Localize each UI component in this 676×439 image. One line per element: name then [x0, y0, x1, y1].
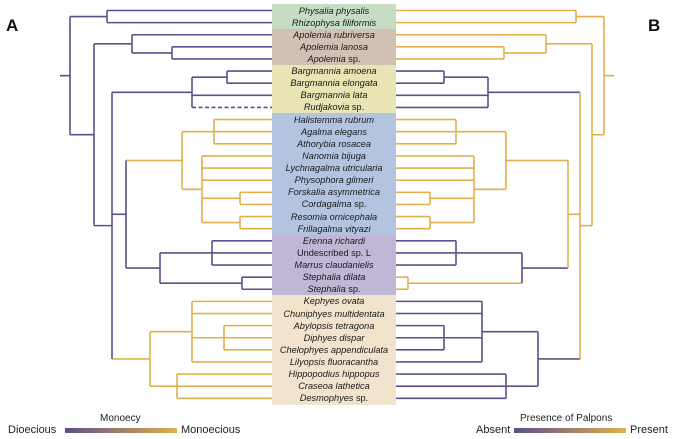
- taxon-label: Apolemia sp.: [272, 53, 396, 65]
- taxon-label: Forskalia asymmetrica: [272, 186, 396, 198]
- taxon-suffix: Undescribed sp. L: [296, 247, 372, 258]
- taxon-name: Athorybia rosacea: [296, 138, 372, 149]
- taxon-group-band: [272, 113, 396, 235]
- taxon-label: Lychnagalma utricularia: [272, 162, 396, 174]
- taxon-name: Lilyopsis fluoracantha: [289, 356, 379, 367]
- taxon-suffix: sp.: [349, 102, 365, 113]
- legend-label-present: Present: [630, 424, 668, 436]
- taxon-name: Apolemia rubriversa: [293, 29, 375, 40]
- taxon-label: Stephalia sp.: [272, 283, 396, 295]
- taxon-label: Bargmannia amoena: [272, 65, 396, 77]
- taxon-label: Hippopodius hippopus: [272, 368, 396, 380]
- taxon-name: Erenna richardi: [302, 235, 366, 246]
- taxon-label: Rudjakovia sp.: [272, 101, 396, 113]
- panel-label-b: B: [648, 16, 661, 35]
- taxon-label: Apolemia lanosa: [272, 41, 396, 53]
- taxon-label: Lilyopsis fluoracantha: [272, 356, 396, 368]
- taxon-label: Halistemma rubrum: [272, 114, 396, 126]
- taxon-name: Hippopodius hippopus: [288, 369, 380, 380]
- taxon-label: Abylopsis tetragona: [272, 320, 396, 332]
- legend-label-monoecious: Monoecious: [181, 424, 241, 436]
- taxon-name: Chelophyes appendiculata: [279, 344, 389, 355]
- taxon-name: Marrus claudanielis: [294, 260, 374, 271]
- taxon-label: Apolemia rubriversa: [272, 29, 396, 41]
- taxon-name: Diphyes dispar: [303, 332, 365, 343]
- taxon-label: Resomia ornicephala: [272, 211, 396, 223]
- legend-label-absent: Absent: [476, 424, 511, 436]
- taxon-name: Nanomia bijuga: [302, 150, 366, 161]
- taxon-label: Chelophyes appendiculata: [272, 344, 396, 356]
- taxon-label: Athorybia rosacea: [272, 138, 396, 150]
- taxon-name: Bargmannia amoena: [291, 66, 377, 77]
- taxon-name: Cordagalma: [301, 199, 352, 210]
- taxon-label: Chuniphyes multidentata: [272, 308, 396, 320]
- taxon-name: Craseoa lathetica: [298, 381, 370, 392]
- taxon-name: Chuniphyes multidentata: [283, 308, 385, 319]
- taxon-suffix: sp.: [345, 284, 361, 295]
- taxon-label: Bargmannia elongata: [272, 77, 396, 89]
- taxon-name: Stephalia: [307, 284, 346, 295]
- taxon-name: Resomia ornicephala: [290, 211, 378, 222]
- taxon-label: Diphyes dispar: [272, 332, 396, 344]
- taxon-name: Stephalia dilata: [302, 272, 366, 283]
- legend-gradient-monoecy: [65, 428, 177, 433]
- taxon-label: Desmophyes sp.: [272, 392, 396, 404]
- taxon-group-band: [272, 295, 396, 405]
- taxon-name: Physalia physalis: [298, 5, 370, 16]
- taxon-group-band: [272, 64, 396, 114]
- taxon-suffix: sp.: [345, 53, 361, 64]
- taxon-name: Abylopsis tetragona: [293, 320, 375, 331]
- taxon-label: Marrus claudanielis: [272, 259, 396, 271]
- taxon-label: Frillagalma vityazi: [272, 223, 396, 235]
- taxon-label: Stephalia dilata: [272, 271, 396, 283]
- taxon-label: Rhizophysa filiformis: [272, 17, 396, 29]
- taxon-name: Bargmannia elongata: [290, 78, 378, 89]
- legend-title-palpons: Presence of Palpons: [520, 413, 613, 424]
- taxon-group-band: [272, 4, 396, 29]
- taxon-label: Nanomia bijuga: [272, 150, 396, 162]
- taxon-name: Lychnagalma utricularia: [285, 163, 383, 174]
- taxon-label: Kephyes ovata: [272, 295, 396, 307]
- taxon-name: Rhizophysa filiformis: [291, 17, 377, 28]
- taxon-name: Agalma elegans: [301, 126, 367, 137]
- taxon-name: Kephyes ovata: [303, 296, 365, 307]
- legend-title-monoecy: Monoecy: [100, 413, 141, 424]
- taxon-label: Cordagalma sp.: [272, 198, 396, 210]
- taxon-name: Forskalia asymmetrica: [288, 187, 380, 198]
- taxon-name: Bargmannia lata: [300, 90, 368, 101]
- taxon-name: Desmophyes: [299, 393, 354, 404]
- taxon-label: Craseoa lathetica: [272, 380, 396, 392]
- taxon-name: Apolemia: [307, 53, 346, 64]
- taxon-group-band: [272, 28, 396, 66]
- taxon-label: Agalma elegans: [272, 126, 396, 138]
- taxon-name: Apolemia lanosa: [300, 41, 368, 52]
- taxon-label: Bargmannia lata: [272, 89, 396, 101]
- taxon-name: Halistemma rubrum: [293, 114, 375, 125]
- taxon-label: Erenna richardi: [272, 235, 396, 247]
- taxon-group-band: [272, 234, 396, 296]
- taxon-name: Frillagalma vityazi: [297, 223, 371, 234]
- taxon-name: Physophora gilmeri: [294, 175, 374, 186]
- taxon-suffix: sp.: [353, 393, 369, 404]
- taxon-suffix: sp.: [351, 199, 367, 210]
- taxon-label: Physophora gilmeri: [272, 174, 396, 186]
- panel-label-a: A: [6, 16, 19, 35]
- legend-gradient-palpons: [514, 428, 626, 433]
- taxon-name: Rudjakovia: [303, 102, 350, 113]
- legend-label-dioecious: Dioecious: [8, 424, 57, 436]
- taxon-label: Physalia physalis: [272, 5, 396, 17]
- taxon-label: Undescribed sp. L: [272, 247, 396, 259]
